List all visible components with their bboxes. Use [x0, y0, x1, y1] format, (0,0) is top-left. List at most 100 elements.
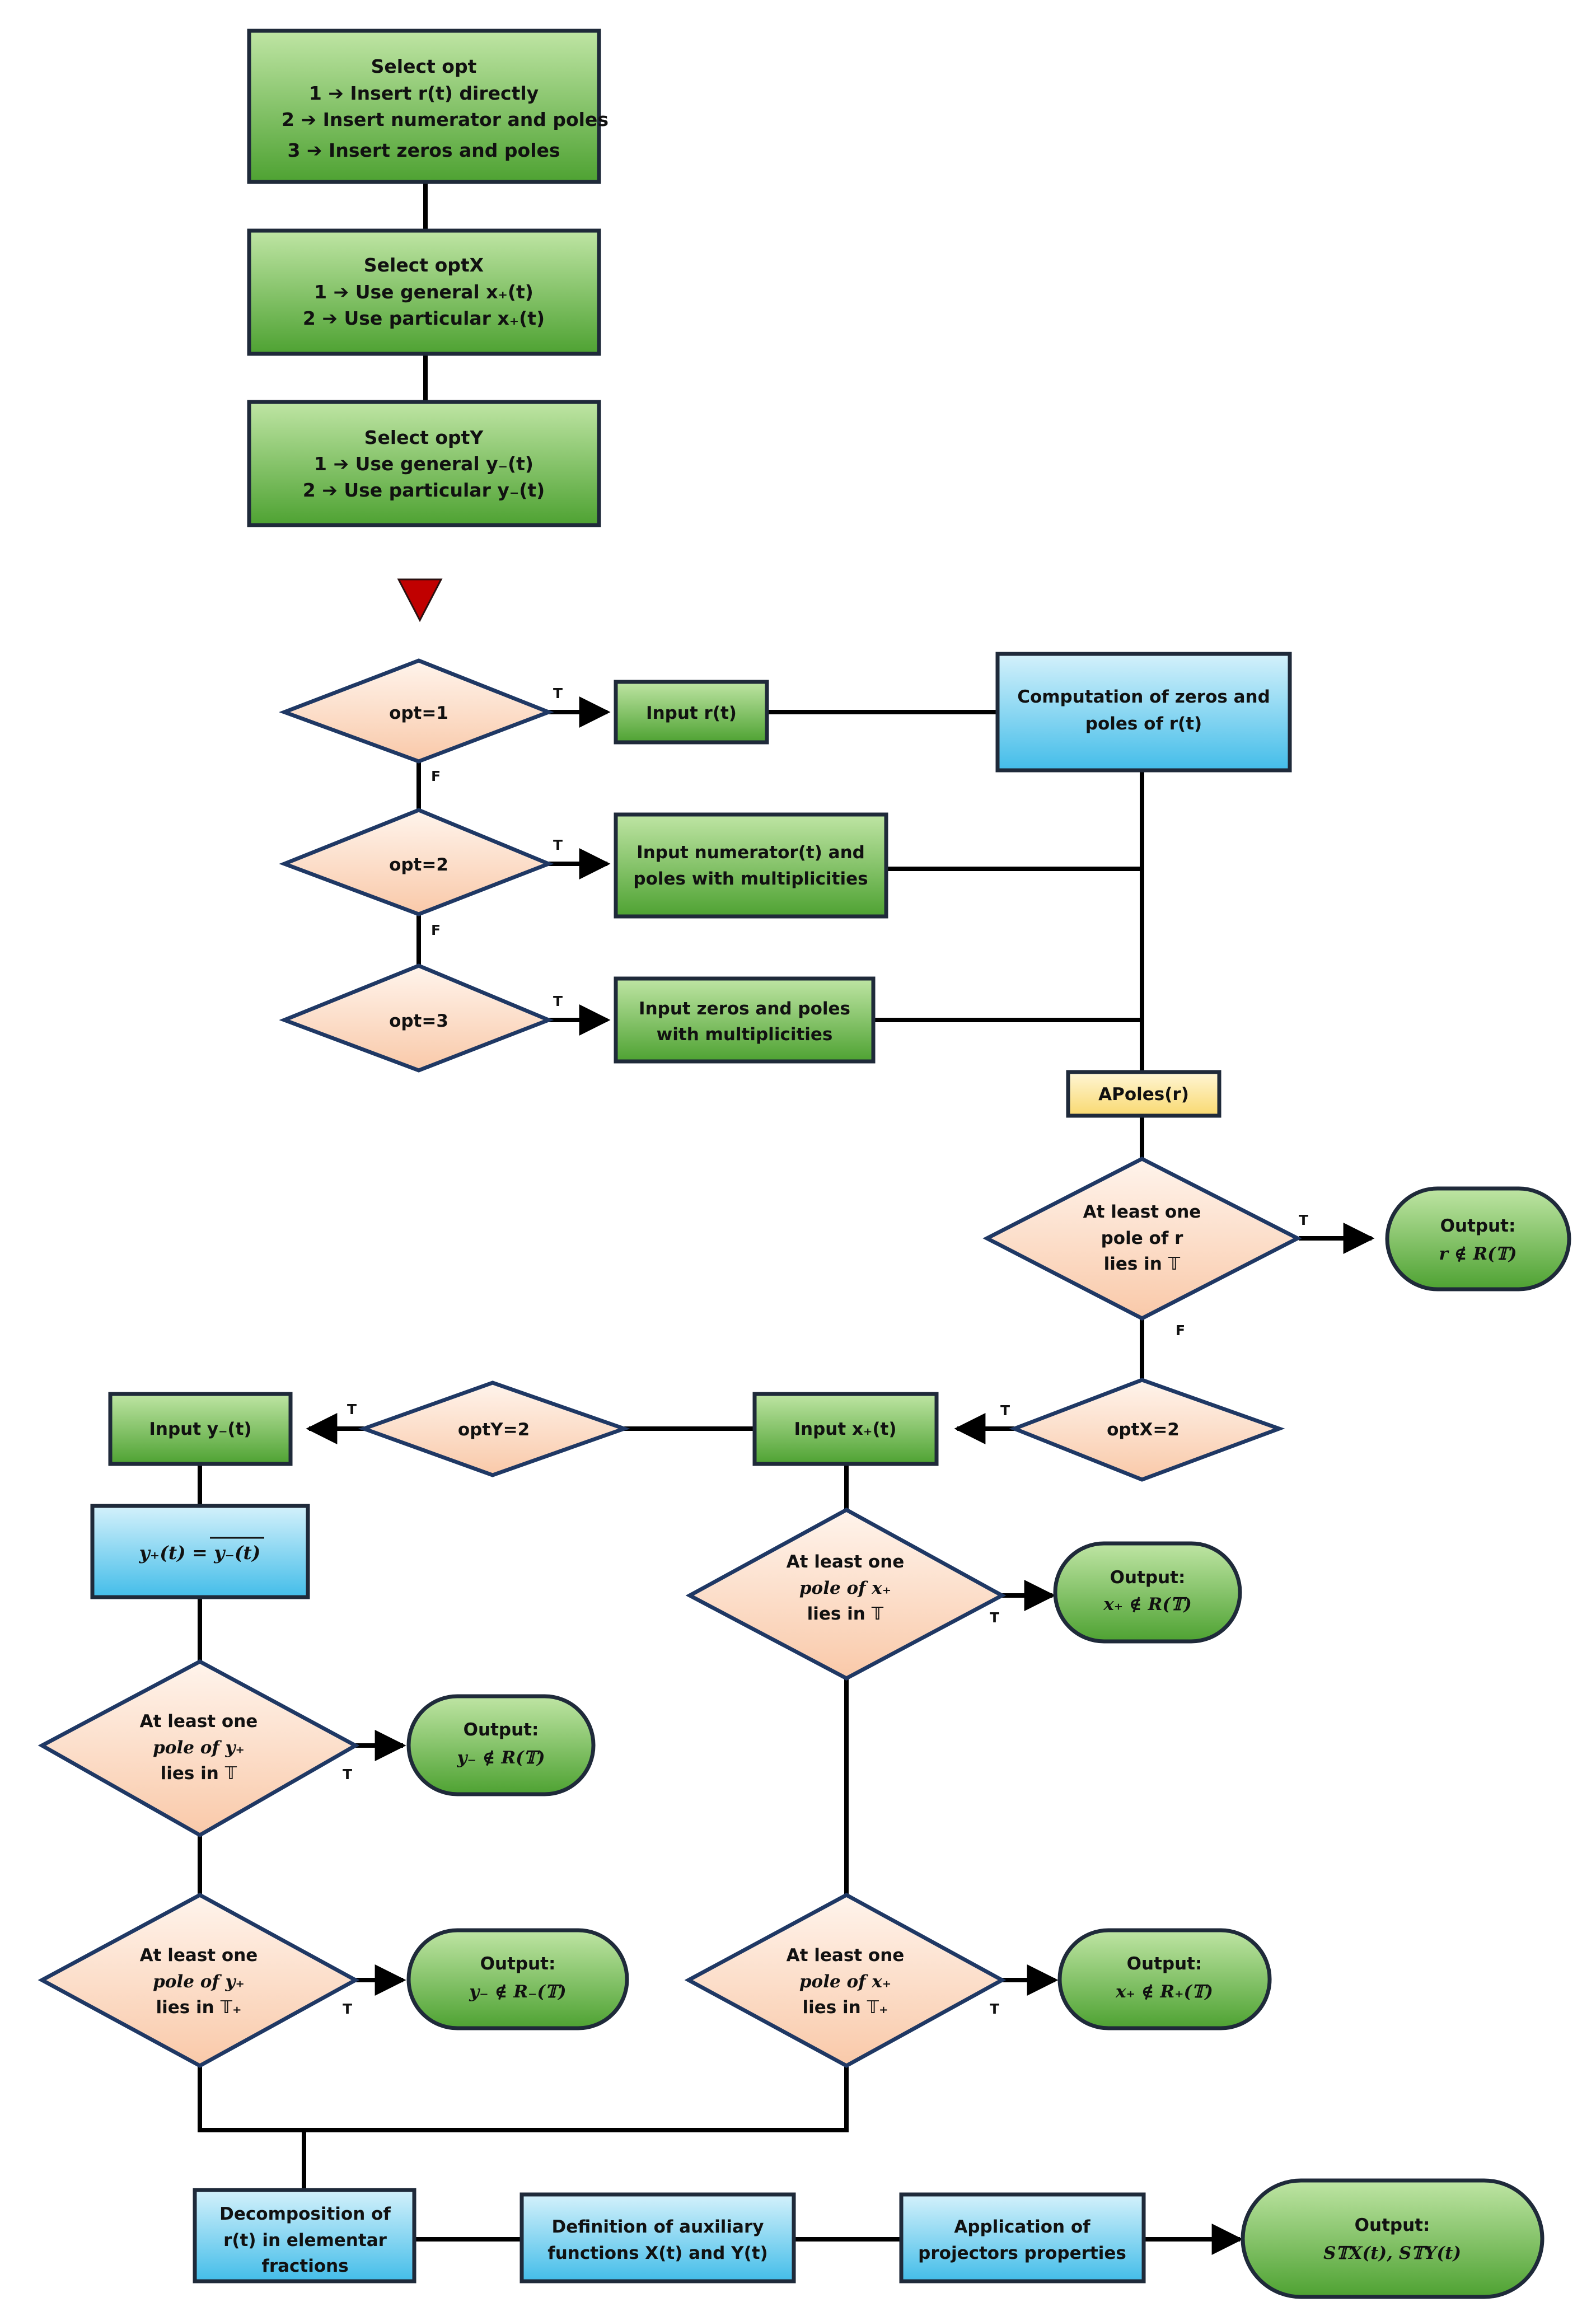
label-t-dr: T — [1299, 1212, 1308, 1228]
output-y-Tplus: Output: y₋ ∉ R₋(𝕋) — [406, 1928, 629, 2030]
label-t-dyT: T — [343, 1766, 352, 1782]
output-final-title: Output: — [1355, 2215, 1430, 2235]
label-t-dopty: T — [347, 1401, 357, 1417]
input-zeros-box: Input zeros and poles with multiplicitie… — [614, 976, 876, 1064]
decision-y-T-line2: pole of y₊ — [153, 1738, 245, 1758]
decision-y-T-line3: lies in 𝕋 — [161, 1763, 237, 1784]
branch-labels: T F T F T T F T T T T T T — [343, 685, 1308, 2017]
decomposition-line2: r(t) in elementar — [223, 2230, 387, 2250]
decision-y-Tplus: At least one pole of y₊ lies in 𝕋₊ — [38, 1893, 360, 2068]
input-numerator-line1: Input numerator(t) and — [636, 843, 865, 863]
select-optx-line2: 2 ➔ Use particular x₊(t) — [303, 307, 545, 329]
output-x-Tplus: Output: x₊ ∉ R₊(𝕋) — [1057, 1928, 1272, 2030]
output-r: Output: r ∉ R(𝕋) — [1385, 1186, 1571, 1291]
output-x-T: Output: x₊ ∉ R(𝕋) — [1053, 1541, 1242, 1644]
decision-pole-r-line1: At least one — [1083, 1202, 1201, 1222]
input-zeros-line1: Input zeros and poles — [639, 999, 850, 1019]
decision-x-Tplus: At least one pole of x₊ lies in 𝕋₊ — [684, 1893, 1007, 2068]
connectors — [198, 182, 1375, 2255]
input-rt-box: Input r(t) — [614, 680, 769, 745]
output-x-T-expr: x₊ ∉ R(𝕋) — [1103, 1594, 1192, 1615]
decision-pole-r-line3: lies in 𝕋 — [1104, 1254, 1181, 1274]
y-equality-expr: y₊(t) = y₋(t) — [139, 1542, 261, 1564]
select-opt-line3: 3 ➔ Insert zeros and poles — [287, 139, 560, 161]
decision-x-Tplus-line2: pole of x₊ — [799, 1972, 891, 1992]
projectors-line2: projectors properties — [918, 2243, 1126, 2263]
decision-y-Tplus-line1: At least one — [140, 1945, 258, 1966]
select-optx-box: Select optX 1 ➔ Use general x₊(t) 2 ➔ Us… — [247, 228, 601, 356]
decomposition-line3: fractions — [261, 2256, 348, 2276]
decision-x-Tplus-line3: lies in 𝕋₊ — [802, 1997, 888, 2018]
label-f-dr: F — [1176, 1322, 1185, 1339]
input-x-box: Input x₊(t) — [752, 1392, 939, 1466]
label-f-d2: F — [431, 922, 441, 938]
output-r-title: Output: — [1440, 1216, 1516, 1236]
label-t-d1: T — [553, 685, 563, 701]
apoles-label: APoles(r) — [1098, 1084, 1189, 1105]
input-numerator-line2: poles with multiplicities — [633, 869, 868, 889]
decision-x-Tplus-line1: At least one — [787, 1945, 905, 1966]
output-y-T-expr: y₋ ∉ R(𝕋) — [456, 1748, 545, 1768]
decision-opt1: opt=1 — [279, 658, 554, 764]
definition-line2: functions X(t) and Y(t) — [547, 2243, 767, 2263]
output-x-Tplus-title: Output: — [1127, 1954, 1202, 1974]
label-t-d2: T — [553, 837, 563, 853]
label-t-dyTp: T — [343, 2001, 352, 2017]
select-opty-title: Select optY — [364, 427, 484, 448]
select-opty-line1: 1 ➔ Use general y₋(t) — [314, 453, 533, 475]
label-t-d3: T — [553, 993, 563, 1009]
select-opt-line2: 2 ➔ Insert numerator and poles — [282, 109, 609, 130]
decomposition-box: Decomposition of r(t) in elementar fract… — [193, 2188, 416, 2283]
input-x-label: Input x₊(t) — [794, 1419, 897, 1439]
decision-x-T-line2: pole of x₊ — [799, 1578, 891, 1598]
computation-line1: Computation of zeros and — [1017, 687, 1270, 707]
computation-box: Computation of zeros and poles of r(t) — [995, 652, 1292, 773]
input-zeros-line2: with multiplicities — [657, 1024, 833, 1045]
select-opt-box: Select opt 1 ➔ Insert r(t) directly 2 ➔ … — [247, 29, 609, 184]
output-x-T-title: Output: — [1110, 1567, 1186, 1588]
output-r-expr: r ∉ R(𝕋) — [1439, 1244, 1517, 1264]
decision-opt1-label: opt=1 — [389, 703, 448, 723]
decision-x-T-line3: lies in 𝕋 — [807, 1604, 884, 1624]
decision-opty: optY=2 — [358, 1381, 630, 1477]
label-t-dxT: T — [990, 1609, 999, 1626]
decision-opty-label: optY=2 — [458, 1420, 530, 1440]
decision-y-Tplus-line3: lies in 𝕋₊ — [156, 1997, 241, 2018]
output-y-Tplus-expr: y₋ ∉ R₋(𝕋) — [469, 1982, 566, 2002]
decision-opt3: opt=3 — [279, 963, 554, 1073]
label-f-d1: F — [431, 768, 441, 784]
decision-opt2-label: opt=2 — [389, 855, 448, 875]
select-opty-line2: 2 ➔ Use particular y₋(t) — [303, 479, 545, 501]
output-final-expr: S𝕋X(t), S𝕋Y(t) — [1323, 2243, 1461, 2263]
computation-line2: poles of r(t) — [1085, 714, 1202, 734]
decision-y-Tplus-line2: pole of y₊ — [153, 1972, 245, 1992]
input-y-label: Input y₋(t) — [149, 1419, 251, 1439]
projectors-box: Application of projectors properties — [899, 2192, 1146, 2283]
decision-pole-r-line2: pole of r — [1101, 1228, 1184, 1248]
decision-opt2: opt=2 — [279, 808, 554, 916]
y-equality-box: y₊(t) = y₋(t) — [90, 1504, 310, 1599]
label-t-doptx: T — [1000, 1402, 1010, 1419]
decision-x-T-line1: At least one — [787, 1552, 905, 1572]
projectors-line1: Application of — [954, 2217, 1090, 2237]
decomposition-line1: Decomposition of — [219, 2204, 391, 2224]
input-y-box: Input y₋(t) — [108, 1392, 293, 1466]
decision-y-T-line1: At least one — [140, 1711, 258, 1732]
select-opt-line1: 1 ➔ Insert r(t) directly — [309, 82, 539, 104]
decision-x-T: At least one pole of x₊ lies in 𝕋 — [685, 1508, 1007, 1681]
decision-optx: optX=2 — [1009, 1378, 1285, 1482]
select-opt-title: Select opt — [371, 55, 477, 77]
decision-pole-r: At least one pole of r lies in 𝕋 — [982, 1157, 1302, 1321]
select-optx-title: Select optX — [364, 254, 484, 276]
label-t-dxTp: T — [990, 2001, 999, 2017]
select-opty-box: Select optY 1 ➔ Use general y₋(t) 2 ➔ Us… — [247, 400, 601, 527]
input-rt-label: Input r(t) — [646, 703, 737, 723]
apoles-box: APoles(r) — [1066, 1070, 1221, 1118]
start-marker-icon — [397, 578, 443, 623]
output-y-T-title: Output: — [464, 1720, 539, 1740]
input-numerator-box: Input numerator(t) and poles with multip… — [614, 812, 888, 919]
select-optx-line1: 1 ➔ Use general x₊(t) — [314, 281, 533, 303]
output-y-T: Output: y₋ ∉ R(𝕋) — [406, 1694, 596, 1796]
output-final: Output: S𝕋X(t), S𝕋Y(t) — [1241, 2178, 1544, 2299]
